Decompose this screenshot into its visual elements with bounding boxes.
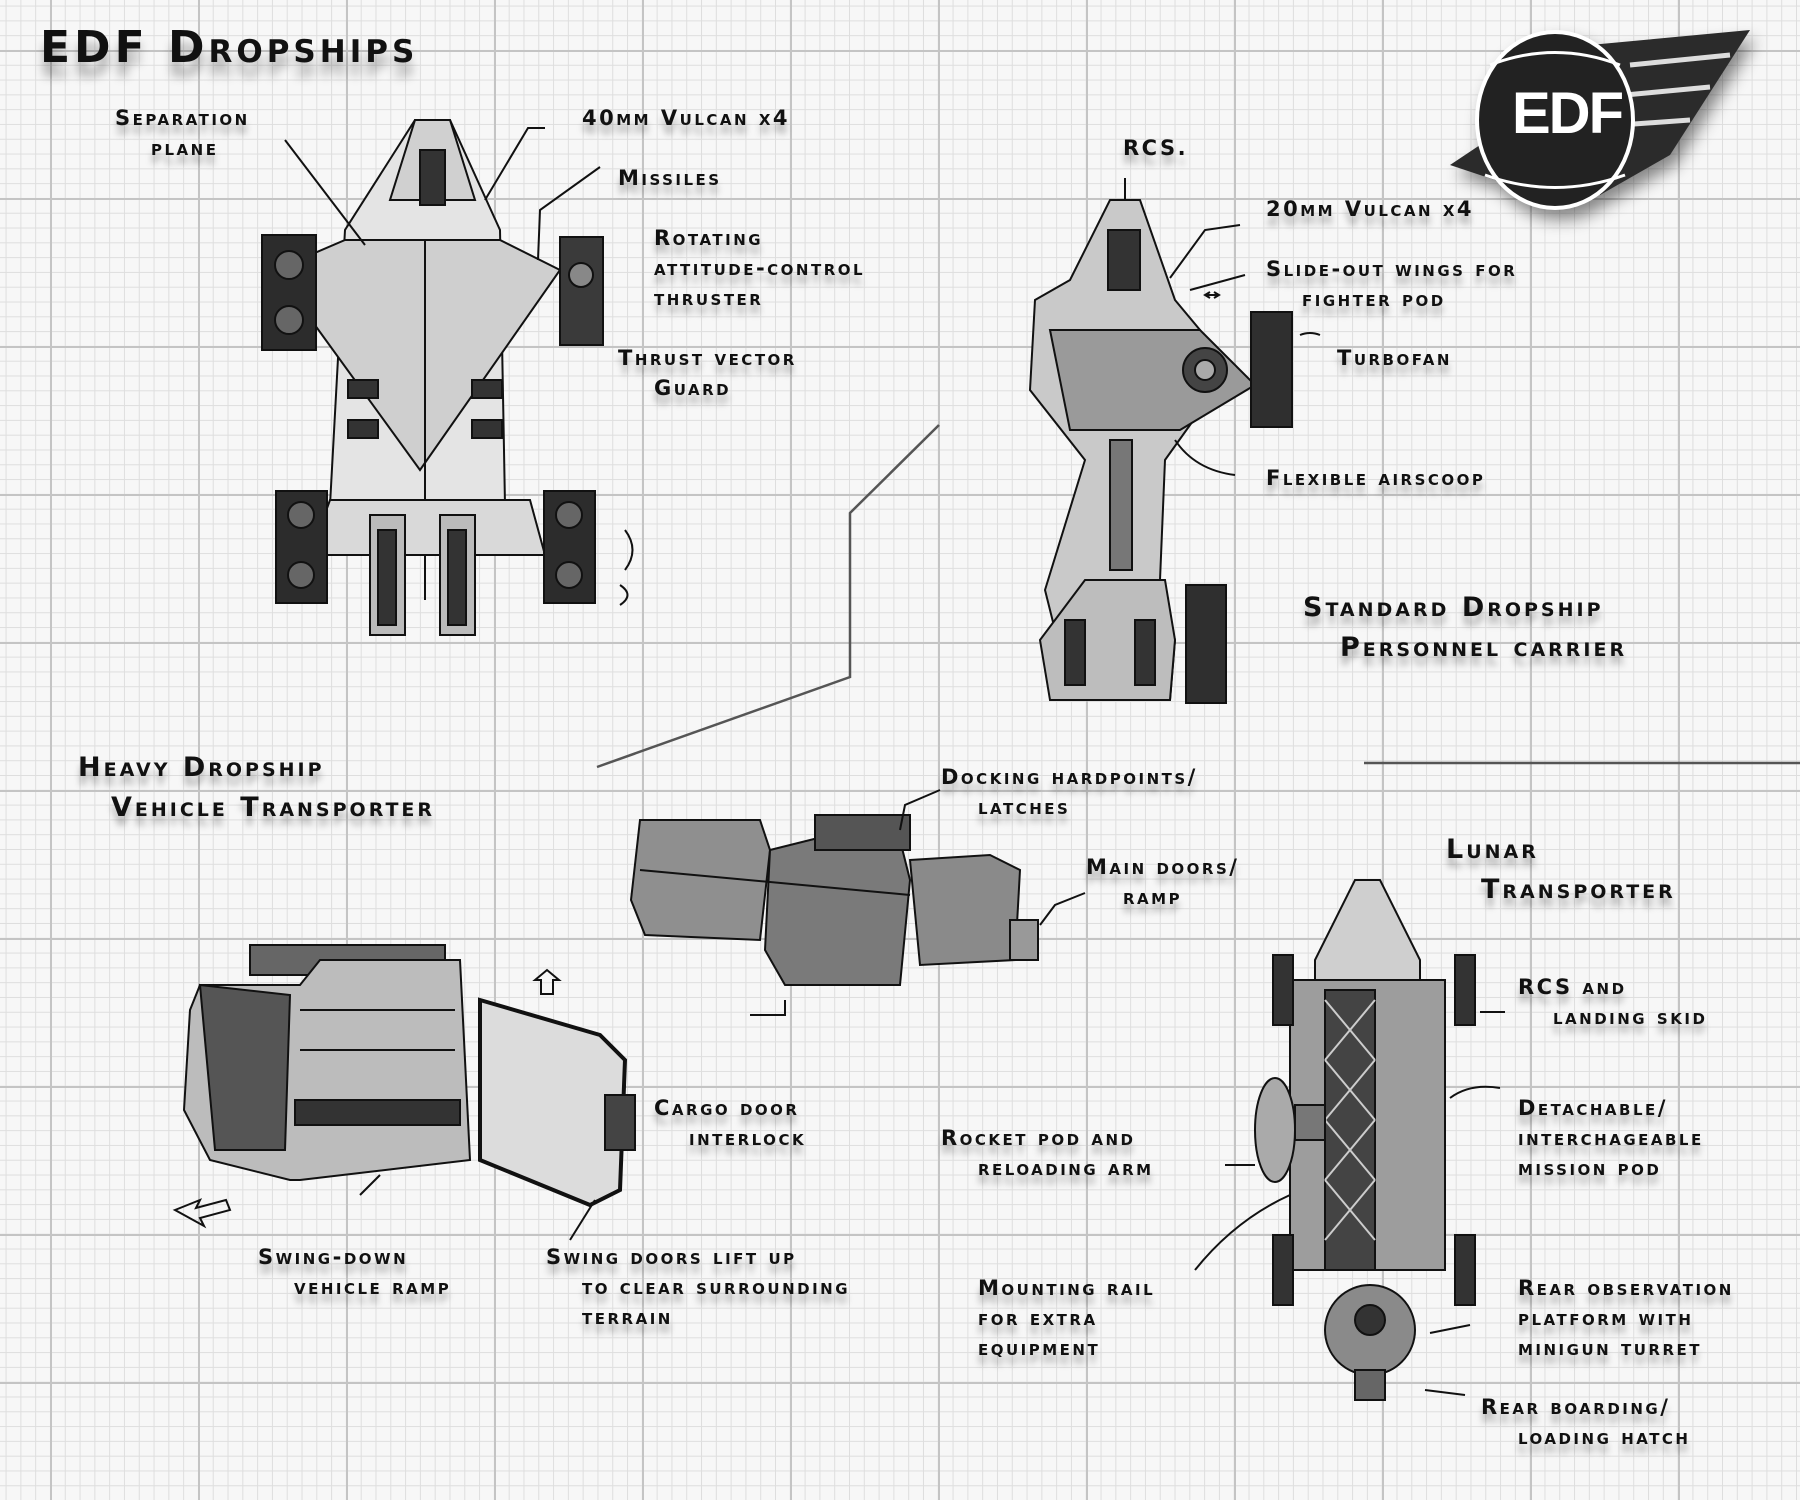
standard-dropship-sketch: [261, 119, 634, 636]
personnel-carrier-sketch: [1028, 178, 1321, 704]
label-missiles: Missiles: [618, 166, 722, 190]
label-40mm-vulcan: 40mm Vulcan x4: [582, 106, 791, 130]
heavy-dropship-sketch: [172, 944, 636, 1241]
logo-text: EDF: [1512, 81, 1624, 146]
label-main-doors: Main doors/ramp: [1086, 855, 1240, 909]
edf-logo: EDF: [1440, 25, 1760, 225]
page-title: EDF Dropships: [40, 22, 419, 73]
label-rcs: RCS.: [1123, 136, 1189, 160]
edf-emblem-icon: [1450, 30, 1750, 210]
label-docking-hardpoints: Docking hardpoints/latches: [941, 765, 1198, 819]
lunar-transporter-sketch: [1194, 879, 1505, 1401]
label-rear-hatch: Rear boarding/loading hatch: [1481, 1395, 1691, 1449]
docking-transporter-sketch: [629, 789, 1086, 1016]
label-20mm-vulcan: 20mm Vulcan x4: [1266, 197, 1475, 221]
label-flexible-airscoop: Flexible airscoop: [1266, 466, 1486, 490]
label-turbofan: Turbofan: [1337, 346, 1452, 370]
section-divider: [596, 424, 940, 769]
